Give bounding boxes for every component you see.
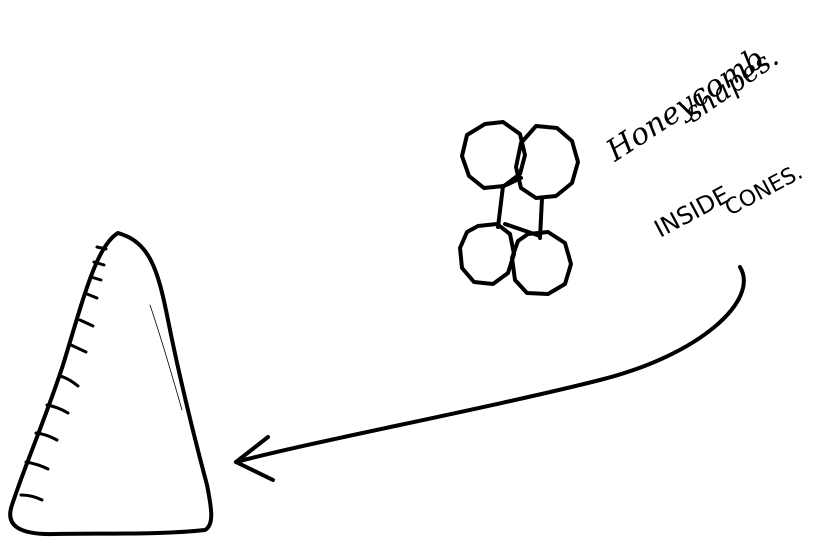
honeycomb-cell-bottom-right — [512, 232, 571, 294]
inside-label-line1: INSIDE — [650, 181, 735, 244]
cone-outline — [10, 233, 211, 534]
inside-label-line2: CONES. — [721, 160, 807, 222]
honeycomb-cell-top-right — [516, 126, 578, 198]
honeycomb-cell-top-left — [462, 122, 525, 188]
cone-hatch-marks — [21, 247, 106, 500]
honeycomb-cluster — [460, 122, 578, 294]
honeycomb-cell-bottom-left — [460, 224, 514, 284]
pointer-arrow — [236, 267, 744, 462]
